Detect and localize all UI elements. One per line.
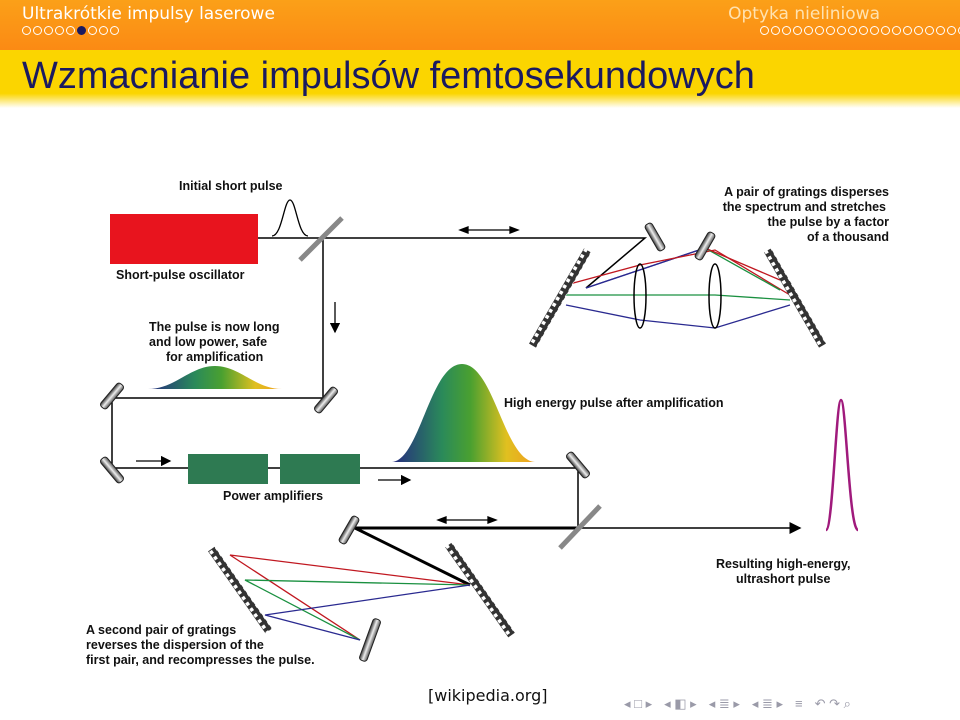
navigation-dot[interactable] (892, 26, 901, 35)
mirror-icon (100, 222, 716, 662)
power-amplifier-1 (188, 454, 268, 484)
navigation-dot[interactable] (914, 26, 923, 35)
navigation-dot[interactable] (826, 26, 835, 35)
label-oscillator: Short-pulse oscillator (116, 268, 245, 282)
nav-subsection-icon[interactable]: ◂ ◧ ▸ (664, 696, 697, 711)
navigation-dot[interactable] (848, 26, 857, 35)
lens-2-icon (708, 263, 722, 329)
label-high-energy: High energy pulse after amplification (504, 396, 724, 410)
navigation-dot[interactable] (760, 26, 769, 35)
label-grating2-line1: A second pair of gratings (86, 623, 236, 637)
label-initial-pulse: Initial short pulse (179, 179, 283, 193)
title-bar: Wzmacnianie impulsów femtosekundowych (0, 50, 960, 108)
navigation-dot[interactable] (881, 26, 890, 35)
subsection-navigation-dots[interactable] (760, 26, 960, 35)
label-resulting-line2: ultrashort pulse (736, 572, 831, 586)
power-amplifier-2 (280, 454, 360, 484)
navigation-dot[interactable] (33, 26, 42, 35)
label-stretched-line2: and low power, safe (149, 335, 267, 349)
label-grating1-line4: of a thousand (807, 230, 889, 244)
direction-arrow-icon (136, 302, 412, 486)
lens-1-icon (633, 263, 647, 329)
subsection-title[interactable]: Optyka nieliniowa (728, 4, 880, 24)
navigation-dot[interactable] (903, 26, 912, 35)
navigation-dot[interactable] (793, 26, 802, 35)
final-pulse (824, 398, 860, 532)
nav-frame-prev-icon[interactable]: ◂ □ ▸ (624, 696, 653, 711)
label-grating1-line1: A pair of gratings disperses (724, 185, 889, 199)
label-grating1-line2: the spectrum and stretches (723, 200, 886, 214)
cpa-diagram: Initial short pulse Short-pulse oscillat… (86, 179, 889, 667)
short-pulse-oscillator (110, 214, 258, 264)
navigation-dot[interactable] (804, 26, 813, 35)
label-power-amplifiers: Power amplifiers (223, 489, 323, 503)
page-title: Wzmacnianie impulsów femtosekundowych (22, 55, 755, 97)
navigation-dot[interactable] (110, 26, 119, 35)
header-bar: Ultrakrótkie impulsy laserowe Optyka nie… (0, 0, 960, 50)
navigation-dot[interactable] (870, 26, 879, 35)
navigation-dot[interactable] (815, 26, 824, 35)
beam-splitter-2-icon (558, 504, 602, 550)
nav-toc-icon[interactable]: ≡ (795, 696, 803, 711)
label-grating1-line3: the pulse by a factor (767, 215, 889, 229)
beamer-navigation-controls[interactable]: ◂ □ ▸ ◂ ◧ ▸ ◂ ≣ ▸ ◂ ≣ ▸ ≡ ↶ ↷ ⌕ (624, 696, 851, 712)
label-resulting-line1: Resulting high-energy, (716, 557, 851, 571)
label-stretched-line1: The pulse is now long (149, 320, 280, 334)
navigation-dot[interactable] (837, 26, 846, 35)
navigation-dot[interactable] (99, 26, 108, 35)
navigation-dot[interactable] (22, 26, 31, 35)
compressor-rays (229, 554, 471, 641)
navigation-dot[interactable] (947, 26, 956, 35)
navigation-dot[interactable] (66, 26, 75, 35)
nav-section-icon[interactable]: ◂ ≣ ▸ (708, 696, 740, 711)
stretcher-rays (565, 247, 791, 329)
navigation-dot[interactable] (55, 26, 64, 35)
navigation-dot[interactable] (782, 26, 791, 35)
compressor-diagonal-beam (354, 526, 471, 587)
label-stretched-line3: for amplification (166, 350, 263, 364)
navigation-dot[interactable] (77, 26, 86, 35)
label-grating2-line2: reverses the dispersion of the (86, 638, 264, 652)
navigation-dot[interactable] (936, 26, 945, 35)
source-citation: [wikipedia.org] (428, 686, 548, 705)
navigation-dot[interactable] (44, 26, 53, 35)
stretched-pulse (148, 366, 282, 389)
nav-search-icon[interactable]: ↶ ↷ ⌕ (814, 696, 851, 711)
navigation-dot[interactable] (771, 26, 780, 35)
beam-splitter-1-icon (298, 216, 344, 262)
grating-icon (208, 248, 826, 638)
navigation-dot[interactable] (925, 26, 934, 35)
nav-doc-icon[interactable]: ◂ ≣ ▸ (751, 696, 784, 711)
section-title[interactable]: Ultrakrótkie impulsy laserowe (22, 4, 275, 24)
initial-pulse-icon (271, 199, 309, 237)
label-grating2-line3: first pair, and recompresses the pulse. (86, 653, 315, 667)
amplified-pulse (392, 364, 535, 462)
navigation-dot[interactable] (88, 26, 97, 35)
navigation-dot[interactable] (859, 26, 868, 35)
double-arrow-icon (436, 226, 520, 524)
section-navigation-dots[interactable] (22, 26, 119, 35)
